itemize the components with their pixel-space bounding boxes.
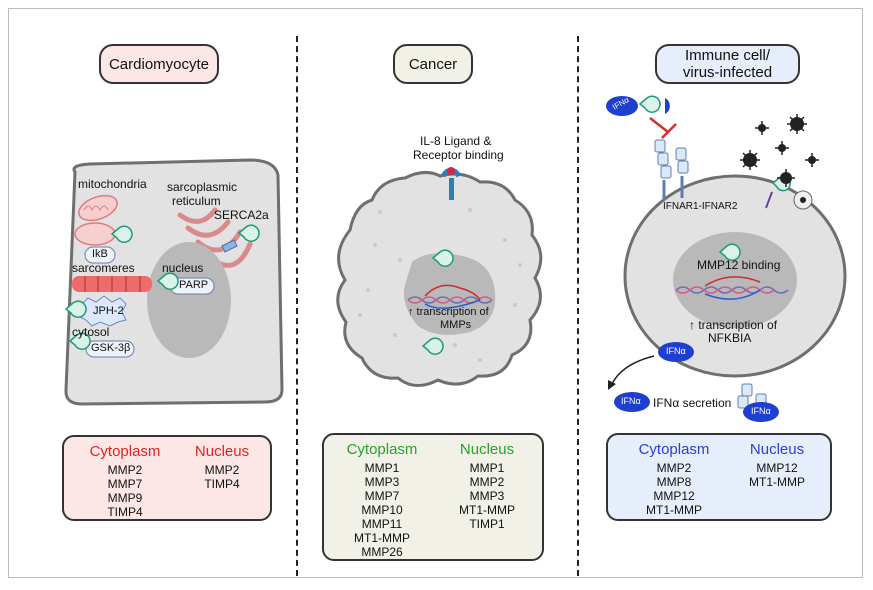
sarcomeres-icon (72, 276, 152, 292)
mmp-list-item: MMP2 (656, 461, 692, 475)
mmp-list-item: MMP1 (364, 461, 400, 475)
mmp-list-item: MMP8 (656, 475, 692, 489)
dna-strand-icon (407, 284, 493, 309)
label-mmp12-binding: MMP12 binding (697, 258, 781, 272)
cancer-title-text: Cancer (408, 55, 458, 73)
immune-title-line2: virus-infected (682, 64, 773, 81)
label-ifn-bottom: IFNα (751, 406, 771, 416)
virus-particles-icon (743, 117, 816, 184)
mmp-list-item: MMP12 (756, 461, 798, 475)
nucleus-shape (147, 242, 231, 358)
label-ifn-secretion: IFNα secretion (653, 396, 732, 410)
label-gsk3b: GSK-3β (91, 342, 131, 354)
immune-nucleus-header: Nucleus (749, 441, 805, 458)
label-ifn-inner: IFNα (666, 346, 686, 356)
label-ifnar: IFNAR1-IFNAR2 (663, 201, 738, 212)
label-nfkbia-line2: NFKBIA (708, 331, 752, 345)
immune-title: Immune cell/ virus-infected (655, 44, 800, 84)
label-serca2a: SERCA2a (214, 208, 269, 222)
label-mitochondria: mitochondria (78, 177, 147, 191)
label-mmp-transcription-line1: ↑ transcription of (408, 306, 489, 318)
mmp-list-item: MMP11 (361, 517, 403, 531)
mmp-list-item: TIMP4 (204, 477, 240, 491)
label-sarcomeres: sarcomeres (72, 261, 135, 275)
mmp-list-item: MMP2 (107, 463, 143, 477)
mmp-list-item: MMP12 (653, 489, 695, 503)
immune-title-line1: Immune cell/ (684, 47, 771, 64)
label-mmp-transcription-line2: MMPs (440, 319, 472, 331)
cancer-cytoplasm-header: Cytoplasm (346, 441, 418, 458)
immune-nucleus-shape (673, 232, 797, 328)
cancer-cell (336, 167, 543, 387)
mmp-list-item: MT1-MMP (646, 503, 702, 517)
mmp-list-item: MMP2 (469, 475, 505, 489)
label-il8-line1: IL-8 Ligand & (420, 134, 492, 148)
mmp-list-item: MT1-MMP (459, 503, 515, 517)
jph2-star-icon (77, 295, 127, 327)
cardiomyocyte-title-text: Cardiomyocyte (108, 55, 210, 73)
mmp-list-item: MMP1 (469, 461, 505, 475)
mmp-list-item: TIMP1 (469, 517, 505, 531)
label-il8-line2: Receptor binding (413, 148, 504, 162)
mmp-list-item: MMP3 (364, 475, 400, 489)
mmp-list-item: MMP7 (107, 477, 143, 491)
mmp-list-item: TIMP4 (107, 505, 143, 519)
label-ikb: IkB (92, 248, 108, 260)
mmp-list-item: MMP3 (469, 489, 505, 503)
label-ifn-outside: IFNα (621, 396, 641, 406)
mmp-list-item: MMP7 (364, 489, 400, 503)
cardiomyocyte-title: Cardiomyocyte (99, 44, 219, 84)
mmp-list-item: MMP10 (361, 503, 403, 517)
mmp-list-item: MMP9 (107, 491, 143, 505)
label-nfkbia-line1: ↑ transcription of (689, 318, 778, 332)
label-cytosol: cytosol (72, 325, 110, 339)
mmp-list-item: MMP2 (204, 463, 240, 477)
cancer-nucleus-header: Nucleus (459, 441, 515, 458)
cardio-cytoplasm-header: Cytoplasm (89, 443, 161, 460)
mmp-list-item: MMP26 (361, 545, 403, 559)
label-nucleus: nucleus (162, 261, 204, 275)
immune-cell (606, 95, 847, 422)
mmp-list-item: MT1-MMP (749, 475, 805, 489)
mmp-list-item: MT1-MMP (354, 531, 410, 545)
label-reticulum: reticulum (172, 194, 221, 208)
cardiomyocyte-cell (64, 158, 284, 406)
immune-cytoplasm-header: Cytoplasm (638, 441, 710, 458)
label-sarcoplasmic: sarcoplasmic (167, 180, 238, 194)
panel-divider-right (577, 36, 579, 576)
cardio-nucleus-header: Nucleus (194, 443, 250, 460)
label-parp: PARP (179, 279, 209, 291)
cancer-nucleus-shape (403, 253, 496, 335)
label-jph2: JPH-2 (93, 305, 124, 317)
panel-divider-left (296, 36, 298, 576)
cancer-title: Cancer (393, 44, 473, 84)
il8-receptor-icon (440, 167, 462, 200)
